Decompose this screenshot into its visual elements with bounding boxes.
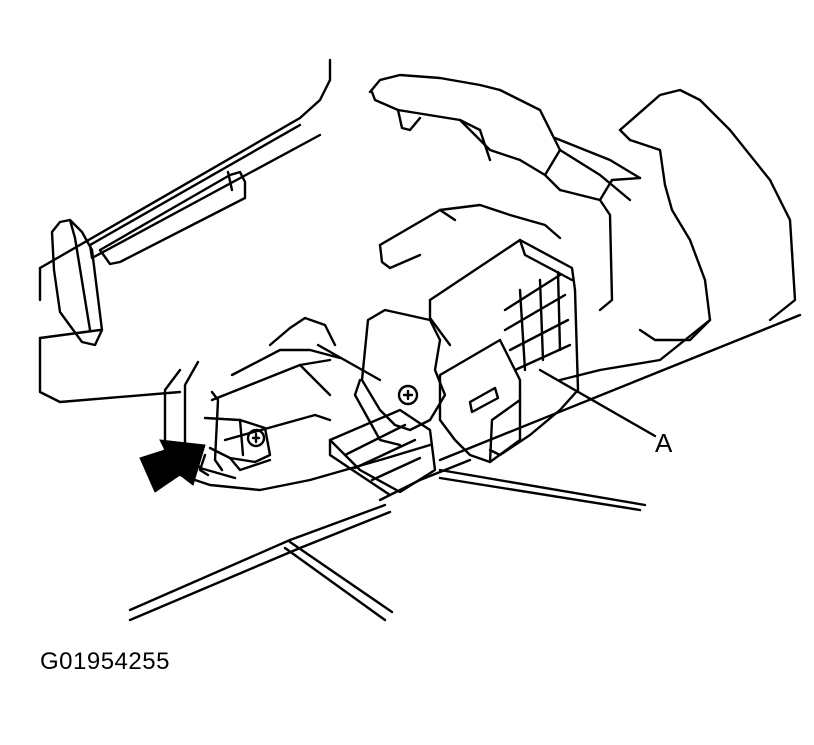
- pointer-arrow: [140, 440, 205, 492]
- mounting-clip: [200, 392, 270, 475]
- callout-leader-a: [540, 370, 655, 436]
- figure-id: G01954255: [40, 648, 170, 675]
- callout-label-a: A: [655, 428, 673, 458]
- panel-frame: [40, 60, 330, 402]
- upper-structure: [370, 75, 795, 380]
- electrical-connector: [355, 205, 578, 462]
